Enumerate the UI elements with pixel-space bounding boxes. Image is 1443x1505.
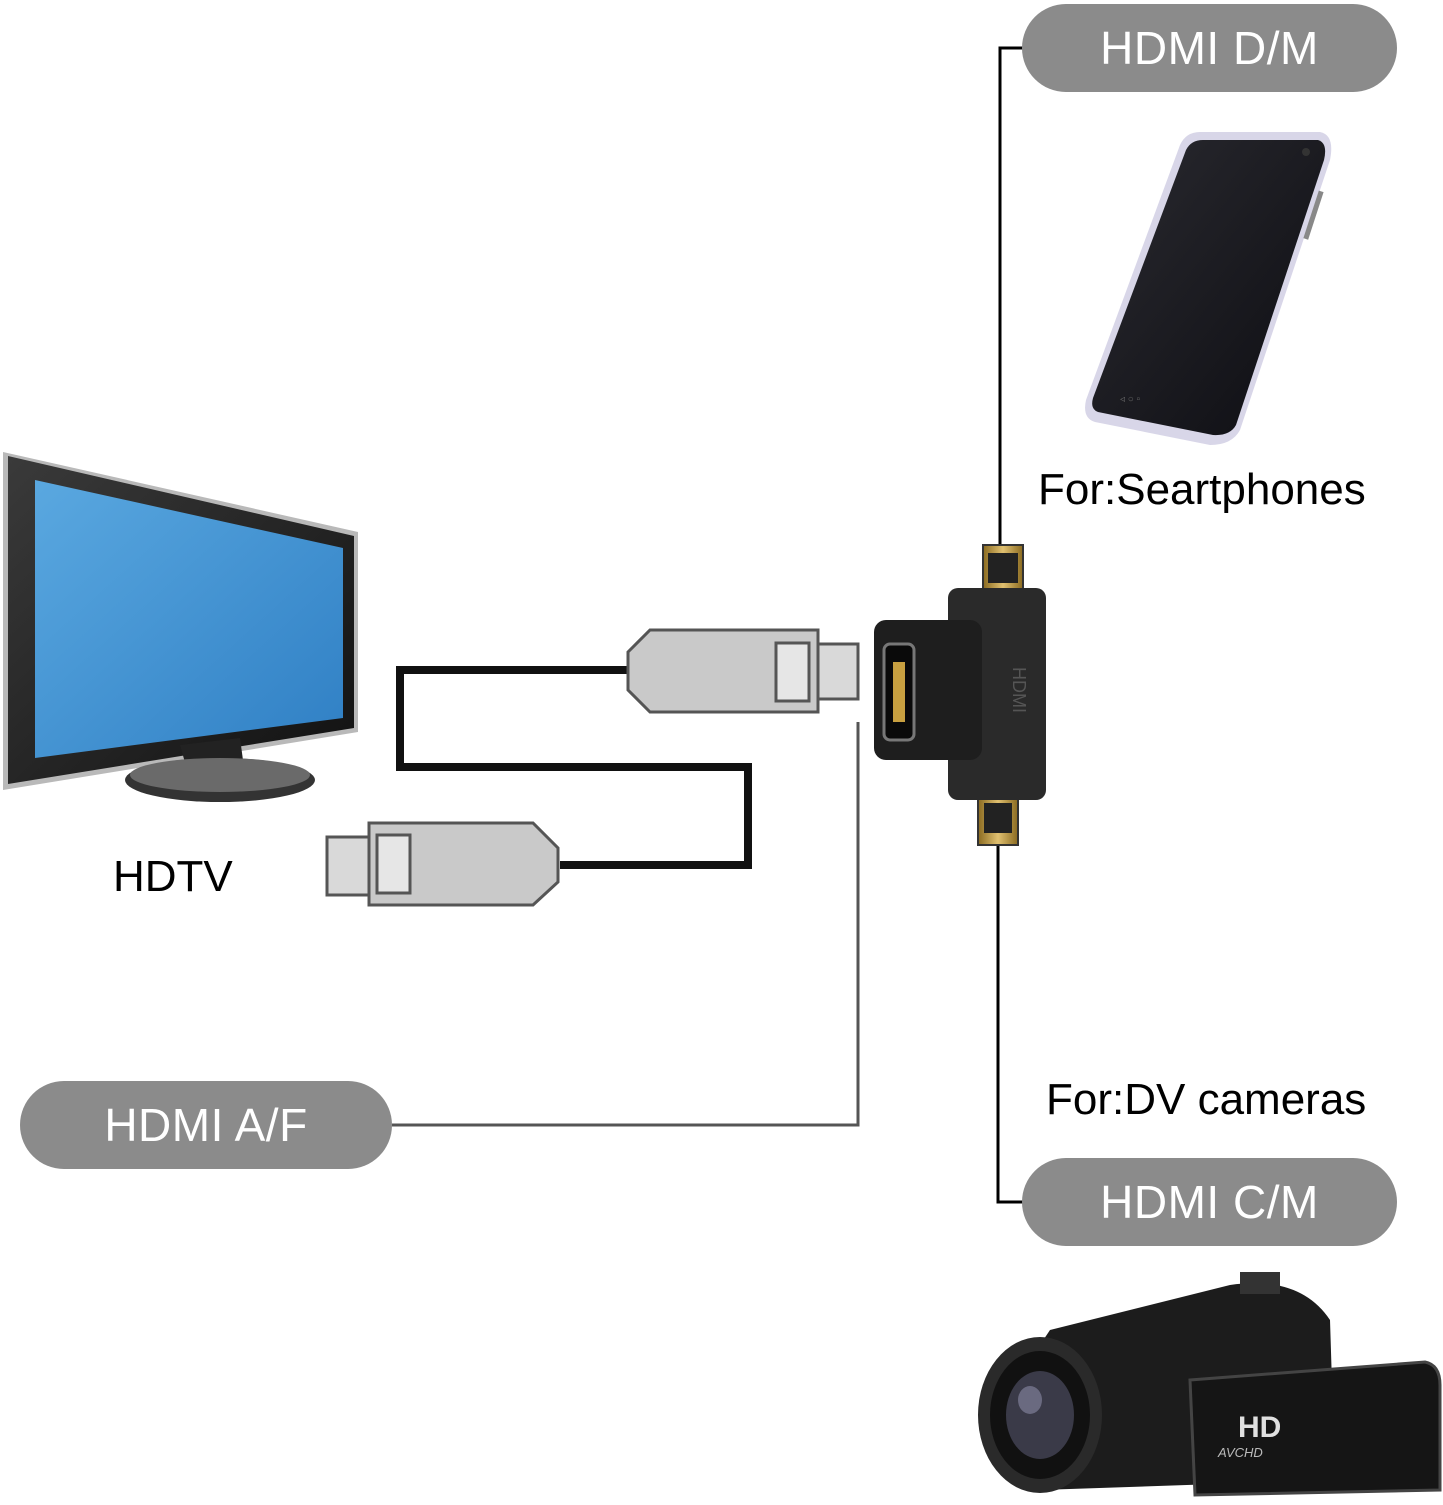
hdmi-cable: [325, 628, 860, 907]
svg-text:◃ ○ ▫: ◃ ○ ▫: [1120, 394, 1140, 405]
tv-icon: [3, 452, 358, 802]
adapter-text: HDMI: [1009, 667, 1029, 713]
leader-lines: [392, 46, 1025, 1204]
smartphone-icon: ◃ ○ ▫: [1085, 132, 1332, 445]
label-hdmi-dm: HDMI D/M: [1022, 4, 1397, 92]
label-smartphones: For:Seartphones: [1038, 465, 1366, 514]
label-hdtv: HDTV: [113, 852, 233, 901]
hdmi-plug-icon: [325, 821, 560, 907]
leader-line-dm: [998, 46, 1025, 545]
camera-badge-main: HD: [1238, 1411, 1281, 1444]
label-dv-cameras: For:DV cameras: [1046, 1075, 1367, 1124]
hdmi-adapter-icon: HDMI: [874, 544, 1046, 846]
camcorder-icon: HD AVCHD: [978, 1272, 1442, 1497]
hdmi-plug-icon: [626, 628, 860, 714]
leader-line-cm: [996, 845, 1025, 1204]
leader-line-af: [392, 722, 860, 1127]
label-hdmi-af: HDMI A/F: [20, 1081, 392, 1169]
label-hdmi-cm: HDMI C/M: [1022, 1158, 1397, 1246]
camera-badge-sub: AVCHD: [1217, 1445, 1263, 1460]
